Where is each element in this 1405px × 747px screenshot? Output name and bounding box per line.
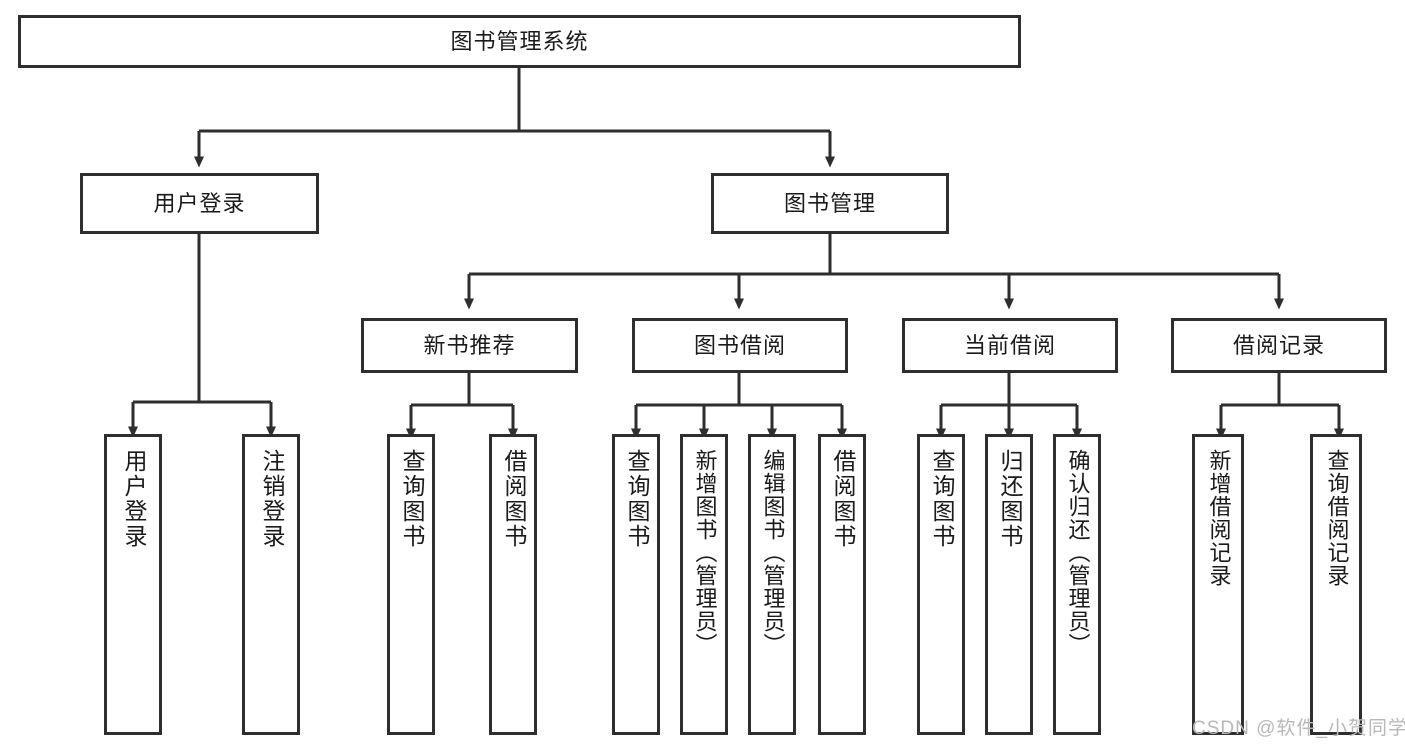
leaf-borrow-borrow-book[interactable]: 借阅图书: [818, 434, 866, 735]
node-user-login[interactable]: 用户登录: [80, 173, 319, 234]
leaf-label: 归还图书: [996, 449, 1023, 549]
leaf-label: 确认归还（管理员）: [1065, 449, 1091, 656]
leaf-label: 注销登录: [258, 449, 285, 549]
leaf-label: 查询图书: [398, 449, 425, 549]
leaf-current-confirm-return-admin[interactable]: 确认归还（管理员）: [1053, 434, 1101, 735]
node-label: 用户登录: [153, 190, 246, 216]
node-root-library-management-system[interactable]: 图书管理系统: [18, 15, 1021, 68]
leaf-current-query-book[interactable]: 查询图书: [917, 434, 965, 735]
leaf-record-query-record[interactable]: 查询借阅记录: [1310, 434, 1362, 735]
node-label: 图书管理系统: [450, 28, 589, 54]
leaf-label: 查询图书: [928, 449, 955, 549]
leaf-label: 借阅图书: [829, 449, 856, 549]
node-label: 当前借阅: [963, 332, 1056, 358]
leaf-label: 查询图书: [623, 449, 650, 549]
node-current-borrow[interactable]: 当前借阅: [902, 318, 1118, 373]
leaf-current-return-book[interactable]: 归还图书: [985, 434, 1033, 735]
leaf-borrow-query-book[interactable]: 查询图书: [612, 434, 660, 735]
leaf-label: 查询借阅记录: [1324, 449, 1350, 587]
node-label: 图书管理: [783, 190, 876, 216]
leaf-label: 用户登录: [120, 449, 147, 549]
leaf-user-login-logout[interactable]: 注销登录: [242, 434, 300, 735]
node-borrow-record[interactable]: 借阅记录: [1171, 318, 1387, 373]
node-new-book-recommend[interactable]: 新书推荐: [361, 318, 578, 373]
node-book-management[interactable]: 图书管理: [711, 173, 949, 234]
leaf-new-book-borrow-book[interactable]: 借阅图书: [489, 434, 537, 735]
leaf-label: 新增借阅记录: [1206, 449, 1232, 587]
leaf-user-login-login[interactable]: 用户登录: [104, 434, 162, 735]
leaf-borrow-add-book-admin[interactable]: 新增图书（管理员）: [680, 434, 728, 735]
leaf-borrow-edit-book-admin[interactable]: 编辑图书（管理员）: [748, 434, 796, 735]
node-label: 图书借阅: [693, 332, 786, 358]
leaf-record-add-record[interactable]: 新增借阅记录: [1192, 434, 1244, 735]
watermark: CSDN @软件_小贺同学: [1192, 718, 1405, 739]
leaf-label: 新增图书（管理员）: [692, 449, 718, 656]
node-book-borrow[interactable]: 图书借阅: [632, 318, 848, 373]
leaf-label: 借阅图书: [500, 449, 527, 549]
leaf-label: 编辑图书（管理员）: [760, 449, 786, 656]
leaf-new-book-query-book[interactable]: 查询图书: [387, 434, 435, 735]
node-label: 新书推荐: [423, 332, 516, 358]
node-label: 借阅记录: [1232, 332, 1325, 358]
